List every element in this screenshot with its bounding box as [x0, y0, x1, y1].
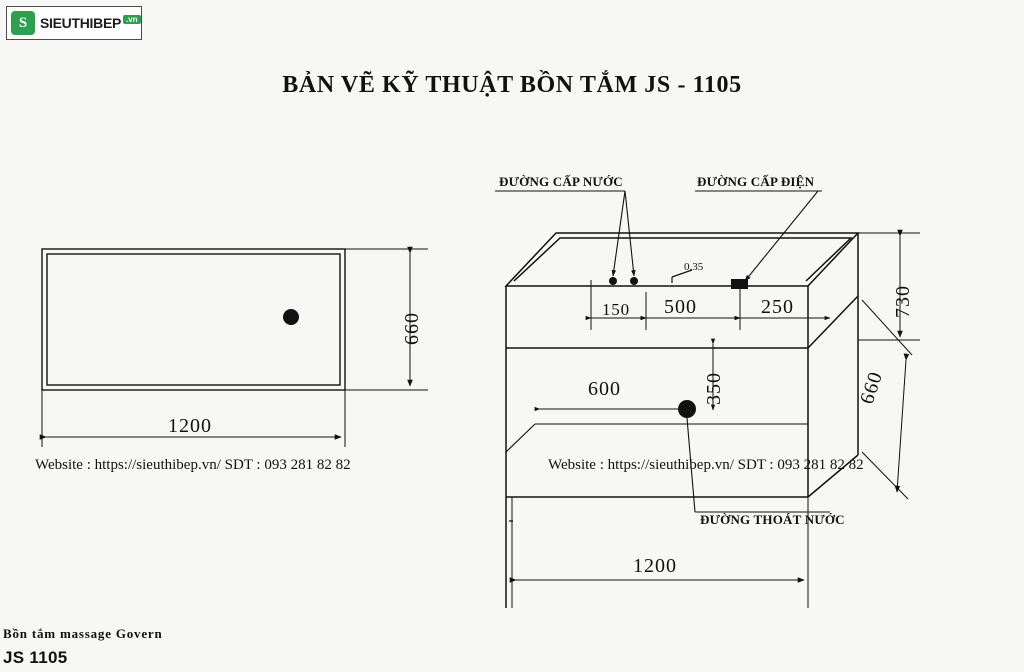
power-leader — [744, 190, 819, 282]
iso-band-right-diag — [807, 295, 859, 349]
site-logo[interactable]: S SIEUTHIBEP.vn — [6, 6, 142, 40]
water-point-2 — [630, 277, 638, 285]
iso-dim-730: 730 — [892, 285, 914, 318]
page-title: BẢN VẼ KỸ THUẬT BỒN TẮM JS - 1105 — [282, 72, 742, 98]
iso-dim-150: 150 — [602, 300, 630, 319]
slope-hatch-line — [671, 269, 693, 278]
footer-product-code: JS 1105 — [3, 648, 68, 667]
iso-drain-dot — [678, 400, 696, 418]
iso-skirt-bottom-diag — [807, 454, 859, 498]
logo-suffix-text: .vn — [123, 15, 141, 25]
iso-dim-500: 500 — [664, 296, 697, 318]
iso-dim-250: 250 — [761, 296, 794, 318]
iso-inner-rim — [513, 237, 853, 282]
watermark-left: Website : https://sieuthibep.vn/ SDT : 0… — [35, 457, 351, 473]
callout-drain: ĐƯỜNG THOÁT NƯỚC — [700, 512, 845, 527]
logo-mark-letter: S — [18, 14, 28, 31]
callout-water-supply: ĐƯỜNG CẤP NƯỚC — [499, 174, 623, 189]
top-view-width-dim: 1200 — [168, 415, 212, 437]
ext-line-660-a — [861, 299, 913, 356]
top-view-outer-rect — [41, 248, 346, 391]
logo-mark-icon: S — [11, 11, 35, 35]
water-point-1 — [609, 277, 617, 285]
logo-wordmark: SIEUTHIBEP.vn — [40, 15, 141, 31]
ext-line-660-b — [861, 451, 909, 500]
iso-dim-600: 600 — [588, 378, 621, 400]
dim-line-660-iso — [894, 353, 910, 493]
top-view-height-dim: 660 — [401, 312, 423, 345]
iso-floor-diag — [505, 423, 536, 453]
iso-dim-1200: 1200 — [633, 555, 677, 577]
power-outlet-marker — [731, 279, 748, 289]
iso-top-rim — [504, 232, 860, 287]
logo-brand-text: SIEUTHIBEP — [40, 15, 122, 31]
watermark-right: Website : https://sieuthibep.vn/ SDT : 0… — [548, 457, 864, 473]
iso-dim-350: 350 — [703, 372, 725, 405]
top-view-inner-rect — [46, 253, 341, 386]
drain-leader — [684, 411, 696, 513]
top-view-drain-dot — [283, 309, 299, 325]
water-leader-2 — [624, 190, 636, 277]
footer-product-name: Bồn tắm massage Govern — [3, 626, 163, 641]
callout-power-supply: ĐƯỜNG CẤP ĐIỆN — [697, 174, 815, 189]
slope-value: 0.35 — [684, 261, 704, 273]
water-leader-1 — [611, 190, 626, 277]
